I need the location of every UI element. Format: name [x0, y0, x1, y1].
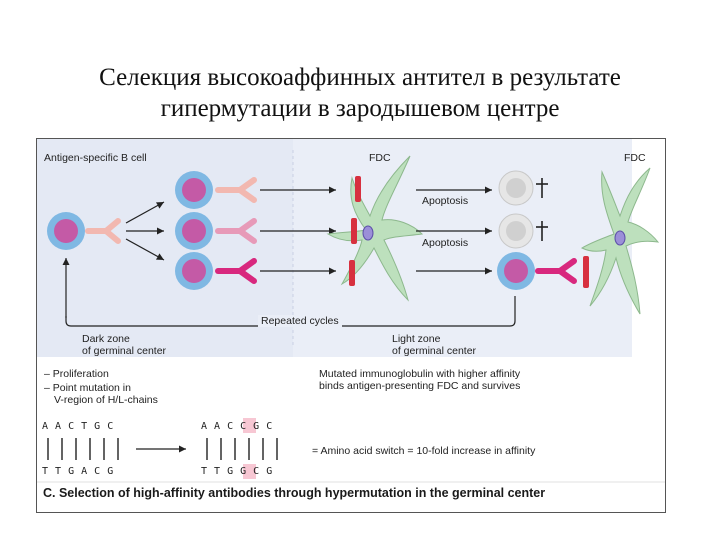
label-light-zone-line-2: of germinal center — [392, 345, 477, 357]
daughter-b-cell-2 — [175, 212, 213, 250]
bullet-proliferation: – Proliferation — [44, 368, 109, 380]
proliferation-arrows — [125, 201, 165, 261]
dagger-icon-1 — [536, 178, 548, 198]
apoptotic-cell-2 — [498, 213, 534, 249]
dna-original-top-strand: A A C T G C — [42, 421, 114, 432]
slide-title-line-1: Селекция высокоаффинных антител в резуль… — [99, 64, 621, 91]
label-dark-zone-line-2: of germinal center — [82, 345, 167, 357]
light-zone-note-line-1: Mutated immunoglobulin with higher affin… — [319, 368, 521, 380]
fdc-2-antigen — [583, 256, 589, 288]
bullet-point-mutation-line-2: V-region of H/L-chains — [54, 394, 158, 406]
label-dark-zone-line-1: Dark zone — [82, 333, 130, 345]
label-repeated-cycles: Repeated cycles — [258, 315, 342, 327]
germinal-center-figure: Antigen-specific B cell FDC FDC Apoptosi… — [36, 138, 666, 513]
dagger-icon-2 — [536, 221, 548, 241]
mutation-highlight-bottom — [243, 464, 256, 479]
dna-mutated-top-strand: A A C C G C — [201, 421, 273, 432]
label-light-zone-line-1: Light zone — [392, 333, 441, 345]
antibody-mid-affinity — [215, 218, 257, 244]
bullet-point-mutation-line-1: – Point mutation in — [44, 382, 131, 394]
surviving-b-cell — [497, 252, 535, 290]
binding-arrows — [260, 186, 336, 275]
fdc-2-nucleus — [614, 230, 626, 246]
fdc-cell-1 — [326, 155, 424, 302]
starting-antibody — [85, 218, 121, 244]
dna-bonds-original — [47, 438, 119, 460]
antibody-high-affinity — [215, 258, 257, 284]
light-zone-background — [293, 139, 632, 357]
label-fdc-1: FDC — [369, 152, 391, 164]
figure-graphics — [36, 138, 666, 513]
label-apoptosis-2: Apoptosis — [422, 237, 469, 249]
figure-caption: C. Selection of high-affinity antibodies… — [43, 486, 546, 500]
label-antigen-specific-b-cell: Antigen-specific B cell — [44, 152, 147, 164]
slide-title-line-2: гипермутации в зародышевом центре — [160, 95, 560, 122]
apoptosis-arrows — [416, 186, 492, 235]
daughter-b-cell-1 — [175, 171, 213, 209]
label-fdc-2: FDC — [624, 152, 646, 164]
amino-acid-switch-note: = Amino acid switch = 10-fold increase i… — [312, 445, 536, 457]
apoptotic-cell-1 — [498, 170, 534, 206]
daughter-b-cell-3 — [175, 252, 213, 290]
dna-original-bottom-strand: T T G A C G — [42, 466, 114, 477]
surviving-antibody — [535, 258, 577, 284]
light-zone-note-line-2: binds antigen-presenting FDC and survive… — [319, 380, 521, 392]
antibody-low-affinity-1 — [215, 177, 257, 203]
label-apoptosis-1: Apoptosis — [422, 195, 469, 207]
dna-bonds-mutated — [206, 438, 278, 460]
fdc-1-nucleus — [362, 225, 374, 241]
dark-zone-background — [37, 139, 293, 357]
starting-b-cell — [47, 212, 85, 250]
slide-title: Селекция высокоаффинных антител в резуль… — [0, 62, 720, 124]
mutation-highlight-top — [243, 418, 256, 433]
dna-mutated-bottom-strand: T T G G C G — [201, 466, 273, 477]
fdc-1-antigens — [349, 176, 361, 286]
